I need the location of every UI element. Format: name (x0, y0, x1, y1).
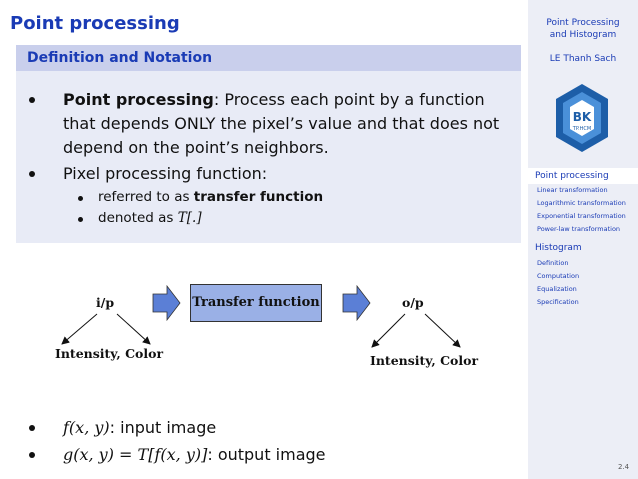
block-title: Definition and Notation (27, 50, 213, 66)
output-attributes: Intensity, Color (370, 353, 479, 368)
presentation-title[interactable]: Point Processing and Histogram (528, 17, 638, 41)
nav-section-point-processing[interactable]: Point processing (528, 168, 638, 184)
bullet-marker (29, 425, 35, 431)
output-image-math: g(x, y) = T[f(x, y)] (63, 445, 208, 464)
transfer-function-label: Transfer function (192, 295, 320, 310)
sub-text: denoted as (98, 210, 178, 226)
transfer-function-box: Transfer function (190, 284, 322, 322)
input-label: i/p (96, 295, 115, 310)
output-image-text: : output image (207, 445, 326, 464)
input-image-text: : input image (109, 418, 217, 437)
block-arrow-input (152, 284, 181, 322)
page-number: 2.4 (618, 463, 630, 471)
nav-item-equalization[interactable]: Equalization (537, 285, 577, 293)
nav-item-exponential[interactable]: Exponential transformation (537, 212, 626, 220)
arrow-line (424, 313, 461, 348)
logo-subtext: TP.HCM (572, 126, 591, 132)
bullet-output-image: g(x, y) = T[f(x, y)]: output image (63, 443, 326, 467)
bullet-marker (29, 452, 35, 458)
nav-item-definition[interactable]: Definition (537, 259, 569, 267)
sub-bullet-notation: denoted as T[.] (98, 210, 202, 226)
block-header: Definition and Notation (16, 45, 521, 71)
nav-item-logarithmic[interactable]: Logarithmic transformation (537, 199, 626, 207)
presentation-title-line1: Point Processing (546, 18, 620, 28)
nav-item-power-law[interactable]: Power-law transformation (537, 225, 621, 233)
sidebar-navigation: Point Processing and Histogram LE Thanh … (528, 0, 638, 479)
nav-item-linear[interactable]: Linear transformation (537, 186, 608, 194)
bullet-text-line2: that depends ONLY the pixel’s value and … (63, 114, 500, 133)
output-label: o/p (402, 295, 424, 310)
definition-block: Definition and Notation (16, 45, 521, 243)
nav-section-histogram[interactable]: Histogram (535, 243, 582, 253)
bullet-marker (29, 97, 35, 103)
sub-bullet-marker (78, 217, 83, 222)
input-image-math: f(x, y) (63, 418, 110, 437)
input-attributes: Intensity, Color (55, 346, 164, 361)
bullet-pixel-function: Pixel processing function: (63, 164, 268, 183)
slide-title: Point processing (10, 13, 180, 34)
nav-item-computation[interactable]: Computation (537, 272, 580, 280)
bullet-text-line1: : Process each point by a function (213, 90, 485, 109)
bullet-text-line3: depend on the point’s neighbors. (63, 138, 329, 157)
notation-math: T[.] (177, 210, 202, 226)
nav-item-specification[interactable]: Specification (537, 298, 579, 306)
bullet-input-image: f(x, y): input image (63, 416, 216, 440)
bullet-marker (29, 171, 35, 177)
logo-text: BK (573, 110, 592, 124)
university-logo: BK TP.HCM (556, 84, 608, 152)
arrow-line (371, 313, 406, 348)
bullet-term: Point processing (63, 90, 214, 109)
sub-bullet-transfer: referred to as transfer function (98, 189, 323, 205)
sub-text: referred to as (98, 189, 194, 205)
block-arrow-output (342, 284, 371, 322)
sub-bullet-marker (78, 196, 83, 201)
bullet-point-processing: Point processing: Process each point by … (63, 88, 485, 112)
arrow-line (116, 313, 151, 345)
sub-term: transfer function (193, 189, 324, 205)
arrow-line (61, 313, 98, 345)
author-name: LE Thanh Sach (549, 54, 617, 64)
presentation-title-line2: and Histogram (549, 30, 617, 40)
